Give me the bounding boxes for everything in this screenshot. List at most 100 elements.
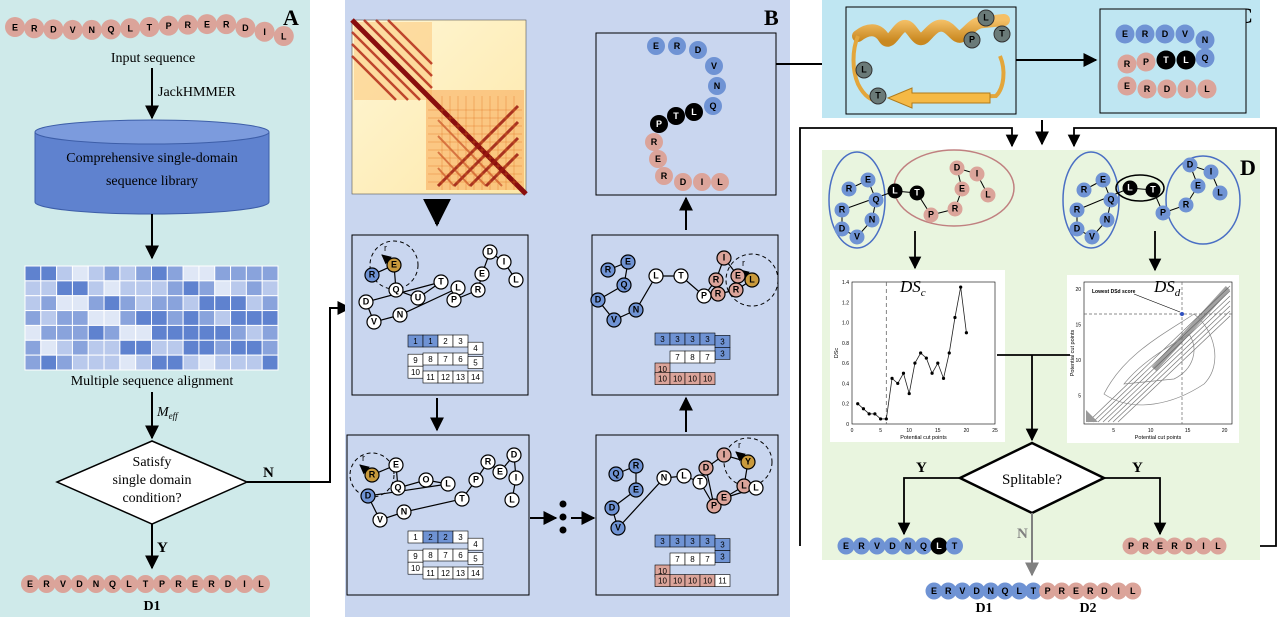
svg-text:O: O bbox=[422, 474, 429, 484]
svg-text:T: T bbox=[697, 476, 703, 486]
svg-text:Q: Q bbox=[920, 541, 927, 551]
residue-bead: R bbox=[710, 286, 726, 302]
msa-cell bbox=[182, 354, 200, 371]
residue-bead: L bbox=[273, 26, 294, 47]
dsc-y-tick: 0 bbox=[846, 422, 849, 428]
svg-text:V: V bbox=[70, 25, 76, 35]
decision-line1: Satisfy bbox=[133, 455, 172, 470]
cluster-grid-cell: 14 bbox=[467, 370, 484, 384]
svg-text:10: 10 bbox=[673, 577, 682, 586]
svg-text:R: R bbox=[674, 41, 681, 51]
msa-cell bbox=[166, 280, 184, 297]
svg-text:9: 9 bbox=[413, 356, 418, 365]
msa-cell bbox=[135, 280, 152, 297]
cluster-grid-cell: 1 bbox=[407, 334, 424, 348]
svg-text:R: R bbox=[651, 137, 658, 147]
residue-bead: P bbox=[158, 15, 179, 36]
dsc-data-point bbox=[867, 412, 871, 416]
svg-text:D: D bbox=[954, 162, 961, 172]
residue-bead: R bbox=[628, 458, 644, 474]
svg-text:V: V bbox=[377, 514, 383, 524]
cluster-grid-cell: 3 bbox=[669, 534, 686, 548]
multiple-sequence-alignment-grid bbox=[24, 265, 279, 371]
svg-text:3: 3 bbox=[720, 337, 725, 346]
cluster-grid-cell: 10 bbox=[669, 574, 686, 587]
svg-text:L: L bbox=[127, 24, 133, 34]
svg-text:11: 11 bbox=[718, 577, 727, 586]
residue-bead: L bbox=[736, 478, 752, 494]
svg-text:I: I bbox=[976, 168, 979, 178]
svg-text:I: I bbox=[503, 256, 506, 266]
cluster-grid-cell: 4 bbox=[467, 537, 484, 551]
residue-bead: T bbox=[136, 575, 155, 593]
svg-text:L: L bbox=[1127, 182, 1133, 192]
residue-bead: L bbox=[855, 61, 873, 79]
svg-text:V: V bbox=[611, 314, 617, 324]
dsd-contour bbox=[1102, 300, 1231, 423]
residue-bead: I bbox=[235, 575, 254, 593]
dsd-y-tick: 15 bbox=[1075, 323, 1081, 329]
svg-text:D: D bbox=[76, 579, 83, 589]
msa-cell bbox=[230, 354, 247, 371]
residue-bead: O bbox=[418, 472, 434, 488]
residue-bead: V bbox=[953, 582, 971, 600]
svg-text:10: 10 bbox=[703, 577, 712, 586]
svg-text:V: V bbox=[874, 541, 880, 551]
residue-bead: V bbox=[610, 520, 626, 536]
svg-text:E: E bbox=[655, 154, 661, 164]
final-d2-caption: D2 bbox=[1079, 601, 1096, 616]
msa-cell bbox=[40, 324, 58, 341]
residue-bead: L bbox=[744, 272, 760, 288]
msa-cell bbox=[182, 265, 200, 282]
dsc-x-axis-label: Potential cut points bbox=[900, 435, 947, 441]
dsd-linker-ellipse bbox=[1115, 174, 1165, 202]
svg-text:L: L bbox=[681, 470, 687, 480]
svg-text:E: E bbox=[931, 586, 937, 596]
svg-text:5: 5 bbox=[473, 359, 478, 368]
residue-bead: V bbox=[366, 314, 382, 330]
svg-text:Q: Q bbox=[872, 194, 879, 204]
cluster-grid-cell: 3 bbox=[452, 530, 469, 544]
svg-text:V: V bbox=[1182, 29, 1188, 39]
residue-bead: R bbox=[853, 537, 870, 555]
svg-text:R: R bbox=[945, 586, 952, 596]
residue-bead: L bbox=[1209, 537, 1227, 555]
svg-text:R: R bbox=[733, 284, 740, 294]
msa-cell bbox=[135, 324, 152, 341]
residue-bead: N bbox=[81, 19, 102, 40]
svg-text:V: V bbox=[711, 61, 717, 71]
msa-cell bbox=[245, 324, 263, 341]
svg-text:I: I bbox=[1186, 84, 1189, 94]
residue-bead: L bbox=[1122, 180, 1138, 196]
residue-bead: P bbox=[1136, 52, 1156, 72]
residue-bead: L bbox=[1124, 582, 1142, 600]
cluster-grid-cell: 10 bbox=[669, 372, 686, 385]
svg-text:T: T bbox=[459, 493, 465, 503]
residue-bead: R bbox=[645, 133, 663, 151]
msa-cell bbox=[71, 339, 89, 356]
msa-cell bbox=[261, 354, 279, 371]
residue-bead: R bbox=[1053, 582, 1071, 600]
svg-text:T: T bbox=[1163, 55, 1169, 65]
msa-cell bbox=[245, 295, 263, 312]
residue-bead: T bbox=[433, 274, 449, 290]
dsc-data-point bbox=[947, 351, 951, 355]
residue-bead: R bbox=[1081, 582, 1099, 600]
svg-text:6: 6 bbox=[458, 551, 463, 560]
svg-text:T: T bbox=[438, 276, 444, 286]
msa-cell bbox=[119, 310, 137, 326]
svg-text:E: E bbox=[27, 579, 33, 589]
svg-text:P: P bbox=[1045, 586, 1051, 596]
library-label-line2: sequence library bbox=[106, 174, 198, 189]
svg-text:R: R bbox=[1074, 204, 1081, 214]
svg-text:E: E bbox=[391, 259, 397, 269]
svg-text:L: L bbox=[1183, 55, 1189, 65]
residue-bead: D bbox=[358, 294, 374, 310]
svg-text:3: 3 bbox=[660, 537, 665, 546]
svg-text:I: I bbox=[723, 449, 726, 459]
residue-bead: I bbox=[693, 173, 711, 191]
msa-cell bbox=[87, 339, 105, 356]
residue-bead: V bbox=[1084, 229, 1100, 245]
